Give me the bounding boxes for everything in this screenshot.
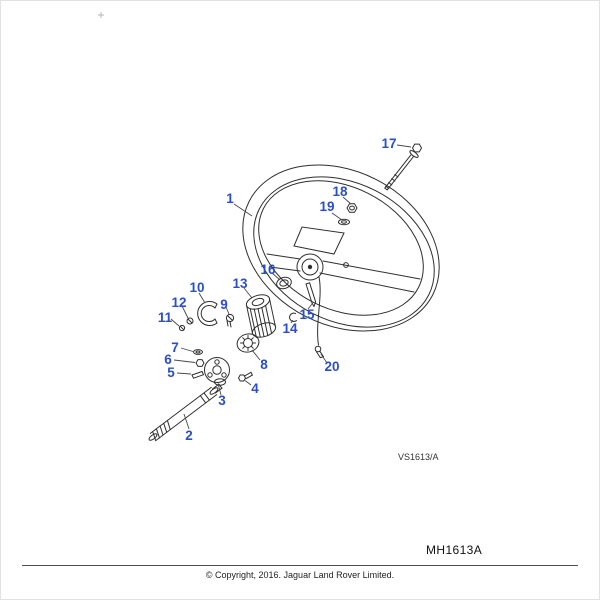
washer-7 — [193, 349, 203, 355]
registration-mark — [98, 12, 104, 18]
callout-2: 2 — [185, 428, 193, 443]
callout-15: 15 — [299, 307, 315, 322]
callout-13: 13 — [232, 276, 248, 291]
nut-6 — [195, 359, 205, 367]
circlip-16 — [276, 276, 292, 290]
screw-12 — [186, 317, 194, 325]
bolt-4 — [237, 371, 253, 382]
copyright-text: © Copyright, 2016. Jaguar Land Rover Lim… — [205, 570, 395, 580]
bolt-17 — [384, 143, 423, 191]
callout-4: 4 — [251, 381, 259, 396]
clip-14 — [289, 312, 297, 323]
part-code: MH1613A — [426, 543, 483, 557]
half-ring-10 — [197, 301, 218, 326]
footer-divider — [22, 565, 578, 566]
callout-14: 14 — [282, 321, 298, 336]
callout-6: 6 — [164, 352, 172, 367]
callout-8: 8 — [260, 357, 268, 372]
stud-5 — [191, 371, 204, 379]
callout-3: 3 — [218, 393, 226, 408]
splined-bush-13 — [245, 294, 277, 338]
callout-16: 16 — [260, 262, 276, 277]
horn-wire — [317, 276, 321, 346]
callout-1: 1 — [226, 191, 234, 206]
nut-18 — [346, 203, 358, 213]
callout-18: 18 — [332, 184, 348, 199]
callout-labels: 1 2 3 4 5 6 7 8 9 10 11 12 13 14 15 16 1… — [158, 136, 397, 443]
callout-19: 19 — [319, 199, 334, 214]
callout-9: 9 — [220, 297, 228, 312]
steering-wheel — [242, 164, 440, 332]
callout-12: 12 — [171, 295, 186, 310]
hub-flange-3 — [204, 357, 230, 386]
washer-19 — [338, 218, 350, 226]
callout-5: 5 — [167, 365, 175, 380]
callout-11: 11 — [158, 310, 173, 325]
contact-pin-15 — [305, 282, 317, 307]
callout-10: 10 — [189, 280, 204, 295]
screw-9 — [225, 313, 235, 328]
callout-7: 7 — [171, 340, 179, 355]
drawing-code: VS1613/A — [398, 452, 439, 462]
steering-shaft-2 — [148, 383, 223, 442]
callout-20: 20 — [324, 359, 339, 374]
screw-11 — [178, 324, 186, 332]
leader-lines — [170, 144, 412, 430]
callout-17: 17 — [381, 136, 396, 151]
part-drawings — [148, 143, 440, 442]
splined-ring-8 — [236, 333, 260, 353]
